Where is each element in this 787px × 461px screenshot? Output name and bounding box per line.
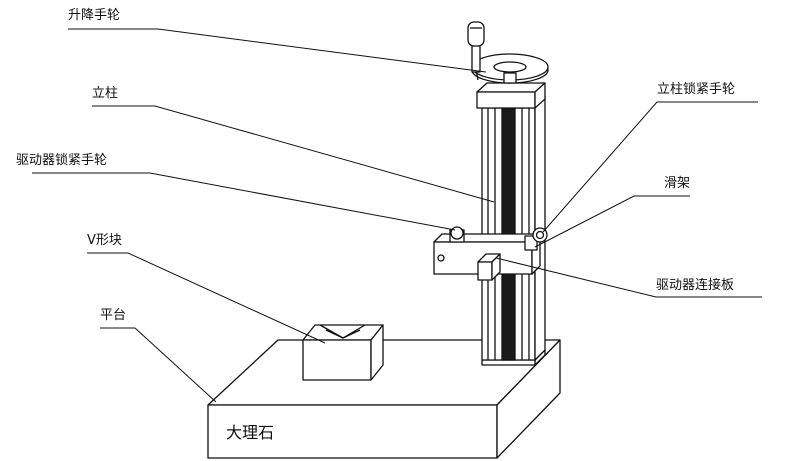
column-top-cap xyxy=(476,82,546,109)
leader-driver-connection-plate xyxy=(495,257,762,298)
label-v-block: V形块 xyxy=(87,233,122,248)
lift-handwheel xyxy=(467,21,549,84)
label-marble: 大理石 xyxy=(226,423,275,442)
label-carriage: 滑架 xyxy=(664,176,691,191)
label-driver-lock-handwheel: 驱动器锁紧手轮 xyxy=(16,153,108,168)
leader-column-lock-handwheel xyxy=(542,101,758,233)
label-platform: 平台 xyxy=(100,308,127,323)
leader-lines xyxy=(32,28,762,403)
label-column-lock-handwheel: 立柱锁紧手轮 xyxy=(657,82,736,97)
label-lift-handwheel: 升降手轮 xyxy=(68,8,121,23)
driver-connection-plate xyxy=(477,253,501,281)
leader-platform xyxy=(100,327,217,403)
leader-lift-handwheel xyxy=(68,28,487,73)
marble-base xyxy=(207,339,561,459)
column xyxy=(481,95,546,361)
label-driver-connection-plate: 驱动器连接板 xyxy=(656,278,735,293)
leader-column xyxy=(92,105,495,203)
v-block xyxy=(302,324,384,381)
label-column: 立柱 xyxy=(92,86,119,101)
leader-v-block xyxy=(87,252,326,344)
leader-driver-lock-handwheel xyxy=(32,172,456,231)
leader-carriage xyxy=(534,195,690,248)
